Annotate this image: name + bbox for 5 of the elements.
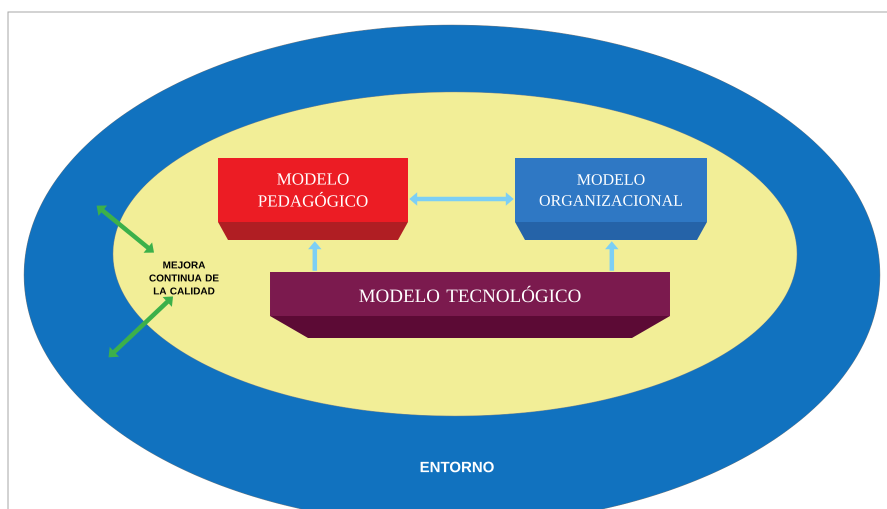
- band-label: ENTORNO: [420, 462, 494, 472]
- model-box: MODELO PEDAGÓGICO: [218, 158, 408, 240]
- model-box: MODELO ORGANIZACIONAL: [515, 158, 707, 240]
- model-box: MODELO TECNOLÓGICO: [270, 272, 670, 338]
- note-text: MEJORA CONTINUA DE LA CALIDAD: [149, 261, 219, 295]
